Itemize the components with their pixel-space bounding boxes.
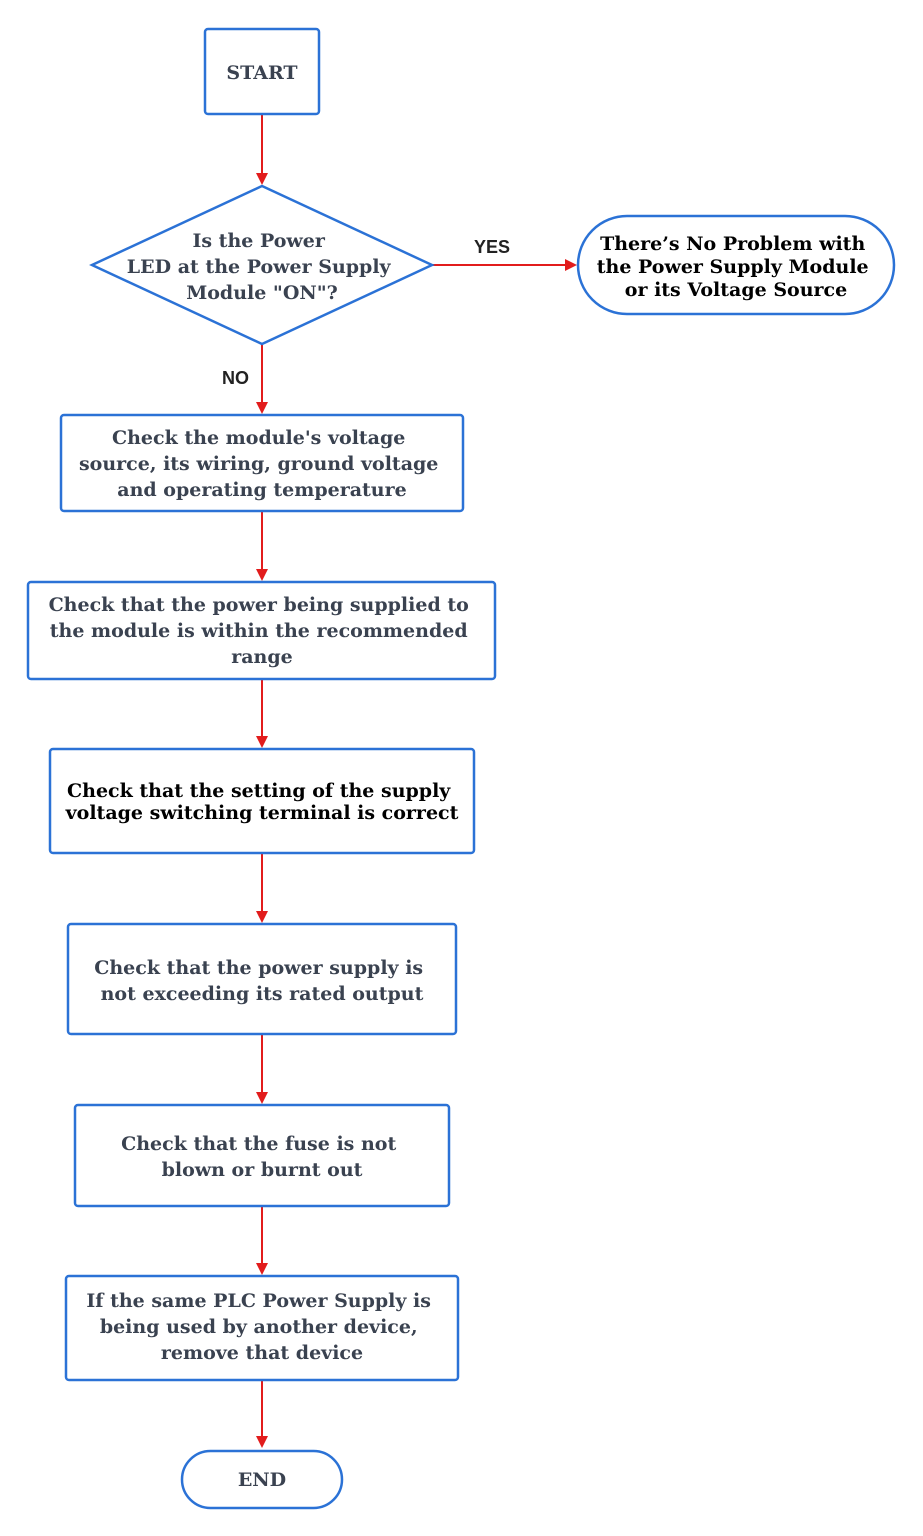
- svg-text:Check that the setting of the: Check that the setting of the supply vol…: [65, 780, 459, 824]
- check-output-node: Check that the power supply is not excee…: [66, 922, 458, 1036]
- svg-text:Check that the power supply is: Check that the power supply is not excee…: [94, 957, 429, 1005]
- svg-text:If the same PLC Power Supply i: If the same PLC Power Supply is being us…: [86, 1290, 437, 1364]
- start-node: START: [203, 27, 321, 116]
- check-shared-line-2: being used by another device,: [100, 1316, 418, 1338]
- check-output-line-1: Check that the power supply is: [94, 957, 423, 979]
- end-label: END: [238, 1469, 286, 1491]
- check-shared-line-3: remove that device: [161, 1342, 363, 1364]
- check-range-node: Check that the power being supplied to t…: [26, 580, 497, 681]
- decision-line-1: Is the Power: [192, 230, 325, 252]
- check-range-line-3: range: [231, 646, 293, 668]
- check-switch-node: Check that the setting of the supply vol…: [48, 747, 476, 855]
- decision-line-3: Module "ON"?: [186, 282, 338, 304]
- check-range-line-2: the module is within the recommended: [50, 620, 468, 642]
- check-fuse-line-1: Check that the fuse is not: [121, 1133, 396, 1155]
- check-source-line-3: and operating temperature: [117, 479, 406, 501]
- svg-text:Check the module's voltage: Check the module's voltage source, its w…: [79, 427, 445, 501]
- no-problem-line-3: or its Voltage Source: [625, 279, 847, 301]
- yes-label: YES: [474, 237, 510, 257]
- no-problem-line-2: the Power Supply Module: [597, 256, 869, 278]
- svg-text:Is the Power LED at the: Is the Power LED at the Power Supply Mod…: [127, 230, 397, 304]
- svg-text:There’s No Problem with: There’s No Problem with the Power Supply…: [597, 233, 876, 301]
- decision-node: Is the Power LED at the Power Supply Mod…: [89, 184, 435, 346]
- check-range-line-1: Check that the power being supplied to: [49, 594, 469, 616]
- check-fuse-node: Check that the fuse is not blown or burn…: [73, 1103, 451, 1208]
- no-label: NO: [222, 368, 249, 388]
- no-problem-line-1: There’s No Problem with: [600, 233, 865, 255]
- check-output-line-2: not exceeding its rated output: [101, 983, 424, 1005]
- end-node: END: [180, 1449, 344, 1510]
- decision-line-2: LED at the Power Supply: [127, 256, 392, 278]
- no-problem-node: There’s No Problem with the Power Supply…: [576, 214, 896, 316]
- svg-text:Check that the fuse is not: Check that the fuse is not blown or burn…: [121, 1133, 403, 1181]
- check-source-line-2: source, its wiring, ground voltage: [79, 453, 438, 475]
- start-label: START: [226, 62, 297, 84]
- check-fuse-line-2: blown or burnt out: [162, 1159, 363, 1181]
- svg-text:Check that the power being sup: Check that the power being supplied to t…: [49, 594, 476, 668]
- connectors: [256, 114, 577, 1448]
- check-switch-line-1: Check that the setting of the supply: [67, 780, 451, 802]
- check-switch-line-2: voltage switching terminal is correct: [65, 802, 459, 824]
- check-shared-line-1: If the same PLC Power Supply is: [86, 1290, 431, 1312]
- check-shared-node: If the same PLC Power Supply is being us…: [64, 1274, 460, 1382]
- check-source-node: Check the module's voltage source, its w…: [59, 413, 465, 513]
- check-source-line-1: Check the module's voltage: [112, 427, 405, 449]
